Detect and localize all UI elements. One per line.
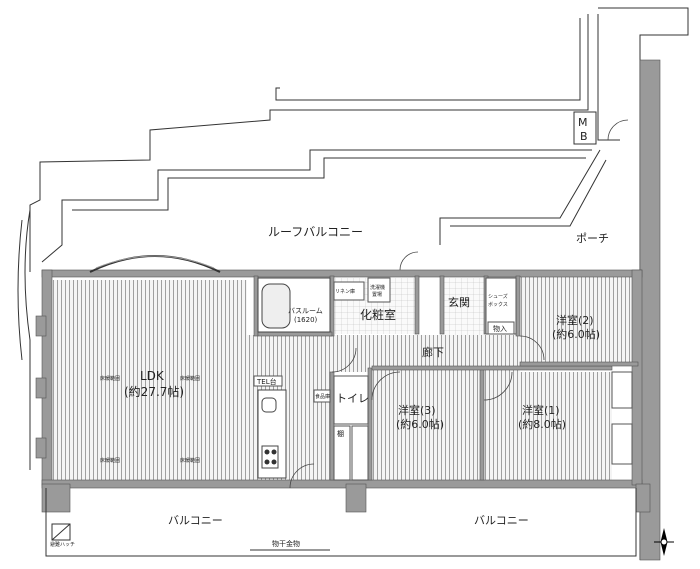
- hanger-label: 物干金物: [272, 539, 300, 548]
- tel-label: TEL台: [256, 377, 277, 386]
- ldk-size: (約27.7帖): [124, 384, 184, 399]
- floor-heat-4: 床暖範囲: [180, 457, 200, 464]
- bathroom-label: バスルーム: [288, 307, 323, 315]
- svg-text:ボックス: ボックス: [488, 301, 508, 308]
- washer-space: [367, 277, 391, 303]
- pantry: [313, 389, 331, 403]
- shelf-closet: [333, 425, 351, 481]
- western1-size: (約8.0帖): [518, 417, 566, 431]
- toilet-label: トイレ: [336, 392, 369, 405]
- bathtub-icon: [261, 283, 291, 329]
- pantry-label: 食品庫: [315, 393, 330, 400]
- mb-box: M B: [573, 111, 597, 145]
- walls: [35, 269, 651, 513]
- entrance-label: 玄関: [448, 295, 470, 309]
- balcony-left-label: バルコニー: [168, 514, 223, 527]
- stove-icon: [261, 445, 279, 469]
- linen-label: リネン庫: [335, 288, 355, 295]
- western2-floor: [520, 276, 638, 364]
- storage-label: 物入: [493, 324, 507, 333]
- floor-heat-2: 床暖範囲: [180, 375, 200, 382]
- roof-balcony-label: ルーフバルコニー: [268, 225, 363, 239]
- floor-heat-3: 床暖範囲: [100, 457, 120, 464]
- ldk-floor: [52, 280, 247, 480]
- tel-stand: [253, 375, 283, 387]
- washer-label: 洗濯機: [370, 284, 385, 291]
- bathroom: バスルーム (1620): [257, 277, 331, 333]
- closet-small: [351, 425, 369, 481]
- western2-size: (約6.0帖): [552, 327, 600, 341]
- shoe-box-label: シューズ: [488, 293, 508, 300]
- evac-hatch-label: 避難ハッチ: [50, 541, 75, 548]
- balcony-outline: [45, 488, 637, 557]
- entrance-floor: [444, 278, 484, 335]
- mb-label-m: M: [578, 116, 588, 129]
- closet-w1-top: [611, 371, 633, 409]
- closet-w1-bottom: [611, 423, 633, 465]
- bathroom-size: (1620): [294, 316, 318, 324]
- western2-name: 洋室(2): [556, 313, 594, 327]
- corridor-label: 廊下: [422, 345, 444, 359]
- floor-heat-1: 床暖範囲: [100, 375, 120, 382]
- mb-label-b: B: [580, 130, 588, 143]
- doors: [289, 119, 629, 489]
- shelf-label: 棚: [337, 429, 344, 438]
- western3-floor: [372, 372, 482, 480]
- porch-label: ポーチ: [576, 232, 609, 245]
- balcony-right-label: バルコニー: [474, 514, 529, 527]
- toilet-room: [333, 375, 369, 425]
- vanity-label: 化粧室: [360, 307, 396, 322]
- sink-icon: [261, 397, 277, 413]
- svg-text:置場: 置場: [372, 291, 382, 298]
- western3-size: (約6.0帖): [396, 417, 444, 431]
- ldk-bay-window: [89, 255, 221, 273]
- western3-name: 洋室(3): [398, 403, 436, 417]
- western1-name: 洋室(1): [522, 403, 560, 417]
- ldk-name: LDK: [140, 369, 165, 383]
- storage-box: [487, 321, 515, 335]
- north-arrow-icon: [654, 528, 674, 556]
- evac-hatch-icon: [51, 523, 71, 541]
- linen-closet: [333, 281, 365, 301]
